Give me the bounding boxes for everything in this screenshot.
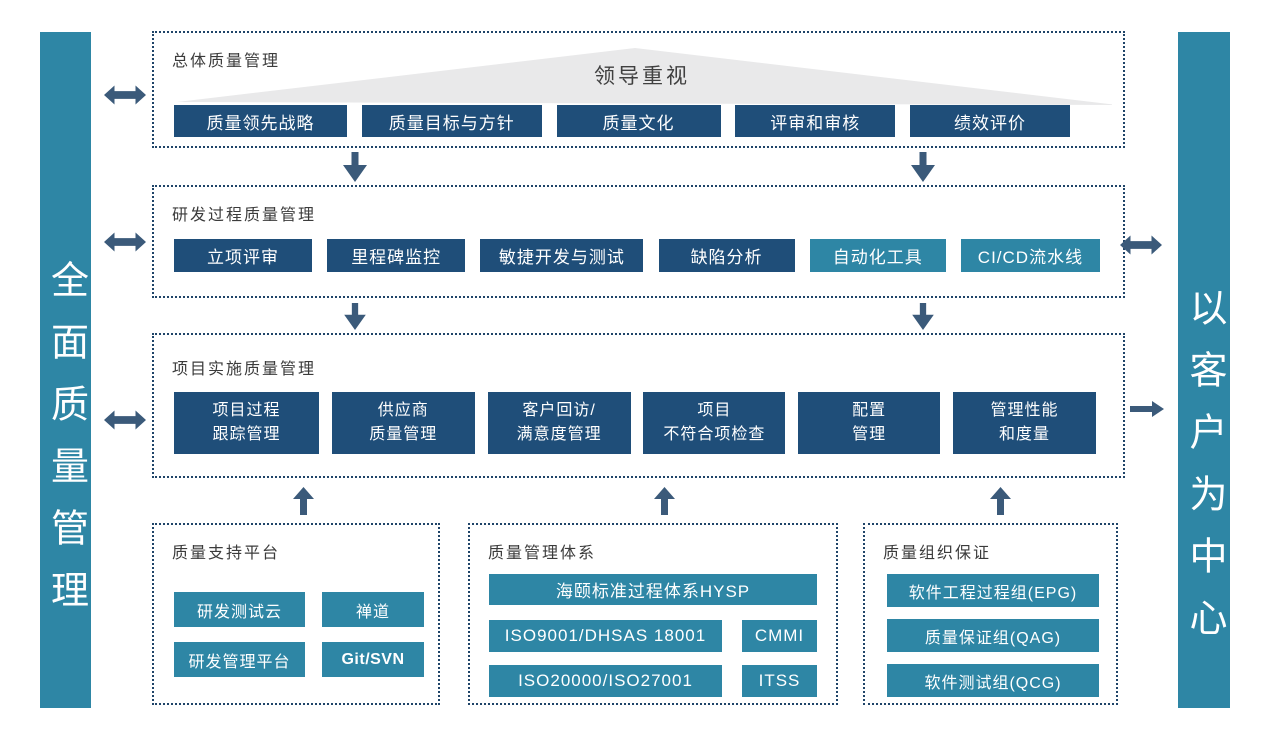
chip-git-svn: Git/SVN [322,642,424,677]
system-chip-row: ISO9001/DHSAS 18001 CMMI [489,620,817,652]
chip-line: 供应商 [377,402,429,419]
chip-itss: ITSS [742,665,817,697]
chip-cicd-pipeline: CI/CD流水线 [960,239,1100,272]
down-arrow-icon [343,303,367,330]
chip-configuration-mgmt: 配置 管理 [798,392,941,454]
chip-quality-goals: 质量目标与方针 [361,105,542,137]
chip-cmmi: CMMI [742,620,817,652]
section-title: 质量组织保证 [883,545,992,562]
section-quality-org-assurance: 质量组织保证 软件工程过程组(EPG) 质量保证组(QAG) 软件测试组(QCG… [863,523,1118,705]
overall-chip-row: 质量领先战略 质量目标与方针 质量文化 评审和审核 绩效评价 [174,105,1070,137]
leadership-banner-label: 领导重视 [594,65,690,88]
chip-project-approval-review: 立项评审 [174,239,312,272]
chip-line: 项目 [697,402,732,419]
section-overall-quality: 总体质量管理 领导重视 质量领先战略 质量目标与方针 质量文化 评审和审核 绩效… [152,31,1125,148]
chip-zentao: 禅道 [322,592,424,627]
section-title: 质量支持平台 [172,545,281,562]
chip-performance-eval: 绩效评价 [910,105,1070,137]
section-rd-process-quality: 研发过程质量管理 立项评审 里程碑监控 敏捷开发与测试 缺陷分析 自动化工具 C… [152,185,1125,298]
section-title: 项目实施质量管理 [172,361,317,378]
up-arrow-icon [990,487,1011,515]
chip-hysp: 海颐标准过程体系HYSP [489,574,817,605]
chip-qcg: 软件测试组(QCG) [887,664,1099,697]
section-quality-support-platform: 质量支持平台 研发测试云 禅道 研发管理平台 Git/SVN [152,523,440,705]
left-right-arrow-icon [104,85,146,105]
rd-chip-row: 立项评审 里程碑监控 敏捷开发与测试 缺陷分析 自动化工具 CI/CD流水线 [174,239,1100,272]
org-chip-stack: 软件工程过程组(EPG) 质量保证组(QAG) 软件测试组(QCG) [887,574,1099,697]
chip-iso9001: ISO9001/DHSAS 18001 [489,620,722,652]
chip-quality-culture: 质量文化 [556,105,721,137]
support-chip-grid: 研发测试云 禅道 研发管理平台 Git/SVN [174,592,424,677]
chip-iso20000: ISO20000/ISO27001 [489,665,722,697]
left-right-arrow-icon [1120,235,1162,255]
section-title: 质量管理体系 [488,545,597,562]
left-right-arrow-icon [104,410,146,430]
chip-customer-visit-satisfaction: 客户回访/ 满意度管理 [487,392,631,454]
chip-quality-strategy: 质量领先战略 [174,105,347,137]
right-banner-label: 以客户为中心 [1183,288,1225,660]
chip-line: 管理 [852,426,887,443]
chip-review-audit: 评审和审核 [735,105,896,137]
chip-supplier-quality: 供应商 质量管理 [331,392,475,454]
section-project-impl-quality: 项目实施质量管理 项目过程 跟踪管理 供应商 质量管理 客户回访/ 满意度管理 … [152,333,1125,478]
chip-agile-dev-test: 敏捷开发与测试 [480,239,644,272]
chip-line: 配置 [852,402,887,419]
down-arrow-icon [911,152,935,182]
chip-automation-tools: 自动化工具 [809,239,946,272]
chip-line: 跟踪管理 [212,426,281,443]
chip-project-process-tracking: 项目过程 跟踪管理 [174,392,319,454]
chip-line: 管理性能 [990,402,1059,419]
down-arrow-icon [911,303,935,330]
up-arrow-icon [293,487,314,515]
left-right-arrow-icon [104,232,146,252]
chip-line: 和度量 [998,426,1050,443]
down-arrow-icon [343,152,367,182]
chip-line: 满意度管理 [516,426,602,443]
chip-rd-mgmt-platform: 研发管理平台 [174,642,305,677]
left-banner-total-quality: 全面质量管理 [40,32,91,708]
section-title: 总体质量管理 [172,53,281,70]
chip-epg: 软件工程过程组(EPG) [887,574,1099,607]
chip-line: 项目过程 [212,402,281,419]
section-title: 研发过程质量管理 [172,207,317,224]
project-chip-row: 项目过程 跟踪管理 供应商 质量管理 客户回访/ 满意度管理 项目 不符合项检查… [174,392,1096,454]
chip-line: 质量管理 [369,426,438,443]
system-chip-row: ISO20000/ISO27001 ITSS [489,665,817,697]
chip-line: 不符合项检查 [663,426,766,443]
chip-line: 客户回访/ [522,402,596,419]
chip-defect-analysis: 缺陷分析 [658,239,795,272]
chip-rd-test-cloud: 研发测试云 [174,592,305,627]
left-banner-label: 全面质量管理 [44,260,87,632]
right-banner-customer-centric: 以客户为中心 [1178,32,1230,708]
section-quality-mgmt-system: 质量管理体系 海颐标准过程体系HYSP ISO9001/DHSAS 18001 … [468,523,838,705]
chip-qag: 质量保证组(QAG) [887,619,1099,652]
chip-performance-measurement: 管理性能 和度量 [952,392,1096,454]
chip-milestone-monitoring: 里程碑监控 [327,239,466,272]
leadership-triangle-icon [177,48,1112,105]
chip-nonconformance-check: 项目 不符合项检查 [643,392,786,454]
right-arrow-icon [1130,401,1164,417]
up-arrow-icon [654,487,675,515]
